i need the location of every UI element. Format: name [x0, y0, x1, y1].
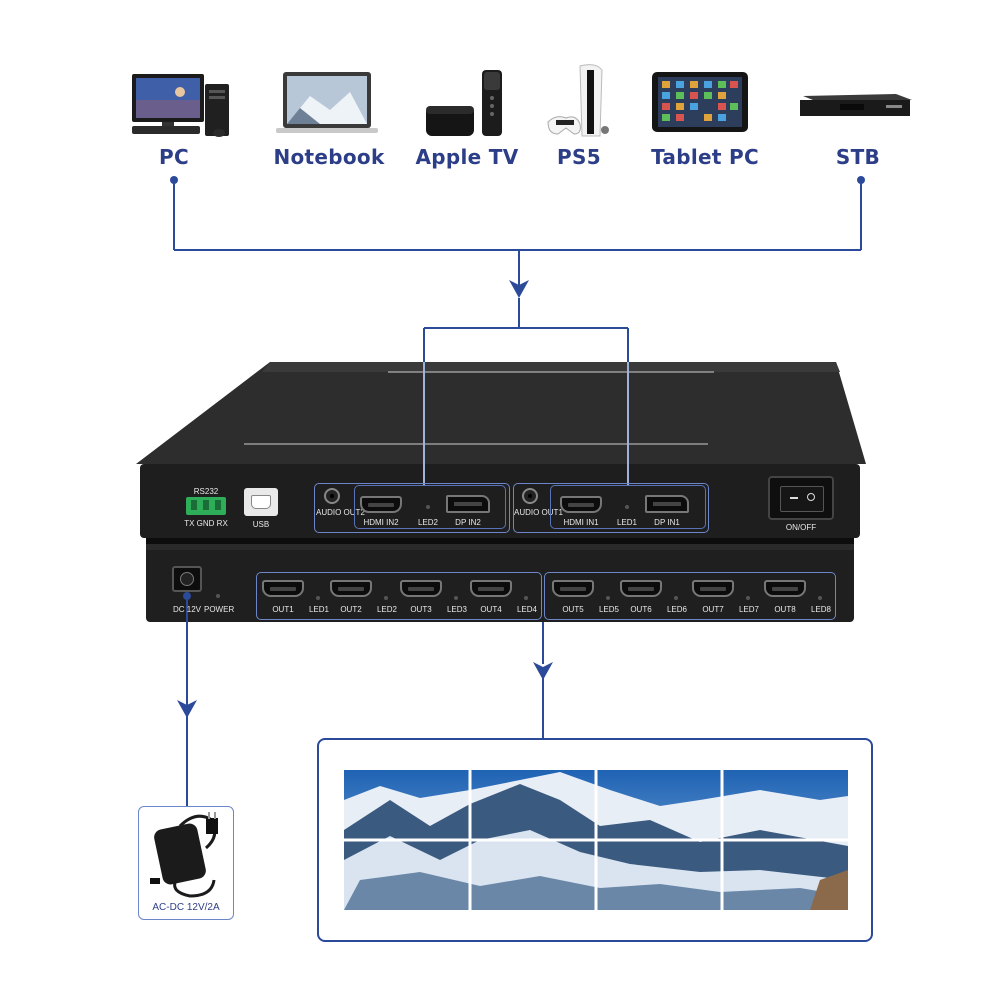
dc-jack[interactable] — [172, 566, 202, 592]
led-label: LED6 — [666, 605, 687, 614]
arrow-down-icon — [509, 280, 529, 298]
power-switch[interactable] — [768, 476, 834, 520]
rs232-terminal[interactable] — [186, 497, 226, 515]
led1-label: LED1 — [616, 518, 637, 527]
out-label: OUT1 — [272, 605, 294, 614]
source-label-stb: STB — [835, 145, 881, 169]
audio-out2-jack[interactable] — [324, 488, 340, 504]
led-label: LED3 — [446, 605, 467, 614]
pc-connector-dot — [170, 176, 178, 184]
led-label: LED7 — [738, 605, 759, 614]
out-label: OUT3 — [410, 605, 432, 614]
audio-out1-label: AUDIO OUT1 — [514, 508, 563, 517]
led-indicator — [454, 596, 458, 600]
hdmi-in2-port[interactable] — [360, 496, 402, 513]
source-bus-line — [173, 180, 862, 287]
usb-label: USB — [252, 520, 270, 529]
dp-in2-label: DP IN2 — [455, 518, 481, 527]
tablet-icon — [652, 72, 748, 132]
input-group-1 — [513, 483, 709, 533]
source-label-apple-tv: Apple TV — [415, 145, 519, 169]
source-label-notebook: Notebook — [273, 145, 385, 169]
led-indicator — [384, 596, 388, 600]
hdmi-in1-label: HDMI IN1 — [563, 518, 599, 527]
ps5-icon — [547, 64, 609, 137]
led-indicator — [674, 596, 678, 600]
out-label: OUT2 — [340, 605, 362, 614]
power-led — [216, 594, 220, 598]
led-indicator — [746, 596, 750, 600]
source-label-ps5: PS5 — [557, 145, 601, 169]
out-label: OUT4 — [480, 605, 502, 614]
led1-indicator — [625, 505, 629, 509]
video-wall-frame — [317, 738, 873, 942]
out-label: OUT7 — [702, 605, 724, 614]
led-indicator — [316, 596, 320, 600]
notebook-icon — [276, 72, 378, 133]
stb-icon — [800, 94, 912, 116]
output-group-1 — [256, 572, 542, 620]
out-label: OUT5 — [562, 605, 584, 614]
output-group-2 — [544, 572, 836, 620]
hdmi-out-port[interactable] — [552, 580, 594, 597]
audio-out2-label: AUDIO OUT2 — [316, 508, 365, 517]
input-group-2 — [314, 483, 510, 533]
led2-indicator — [426, 505, 430, 509]
source-label-tablet-pc: Tablet PC — [651, 145, 759, 169]
led-label: LED5 — [598, 605, 619, 614]
led-indicator — [524, 596, 528, 600]
audio-out1-jack[interactable] — [522, 488, 538, 504]
source-label-pc: PC — [159, 145, 189, 169]
led-indicator — [818, 596, 822, 600]
led-label: LED1 — [308, 605, 329, 614]
on-off-label: ON/OFF — [785, 523, 817, 532]
hdmi-in1-port[interactable] — [560, 496, 602, 513]
stb-connector-dot — [857, 176, 865, 184]
hdmi-in2-label: HDMI IN2 — [363, 518, 399, 527]
hdmi-out-port[interactable] — [400, 580, 442, 597]
arrow-down-icon — [177, 700, 197, 718]
out-label: OUT6 — [630, 605, 652, 614]
hdmi-out-port[interactable] — [262, 580, 304, 597]
power-adapter-box — [138, 806, 234, 920]
power-label: POWER — [204, 605, 235, 614]
hdmi-out-port[interactable] — [620, 580, 662, 597]
usb-port[interactable] — [244, 488, 278, 516]
hdmi-out-port[interactable] — [692, 580, 734, 597]
hdmi-out-port[interactable] — [764, 580, 806, 597]
rs232-label: RS232 — [193, 487, 219, 496]
dp-in1-port[interactable] — [645, 495, 689, 513]
pc-icon — [132, 74, 229, 137]
led-indicator — [606, 596, 610, 600]
dc-connector-dot — [183, 592, 191, 600]
hdmi-out-port[interactable] — [470, 580, 512, 597]
apple-tv-icon — [426, 70, 502, 136]
out-label: OUT8 — [774, 605, 796, 614]
led-label: LED8 — [810, 605, 831, 614]
adapter-label: AC-DC 12V/2A — [152, 902, 220, 913]
video-wall — [344, 770, 848, 910]
rs232-pins-label: TX GND RX — [184, 519, 228, 528]
hdmi-out-port[interactable] — [330, 580, 372, 597]
led-label: LED2 — [376, 605, 397, 614]
led-label: LED4 — [516, 605, 537, 614]
dp-in2-port[interactable] — [446, 495, 490, 513]
led2-label: LED2 — [417, 518, 438, 527]
arrow-down-icon — [533, 662, 553, 680]
power-adapter-icon — [150, 812, 218, 898]
dc-label: DC 12V — [172, 605, 201, 614]
dp-in1-label: DP IN1 — [654, 518, 680, 527]
